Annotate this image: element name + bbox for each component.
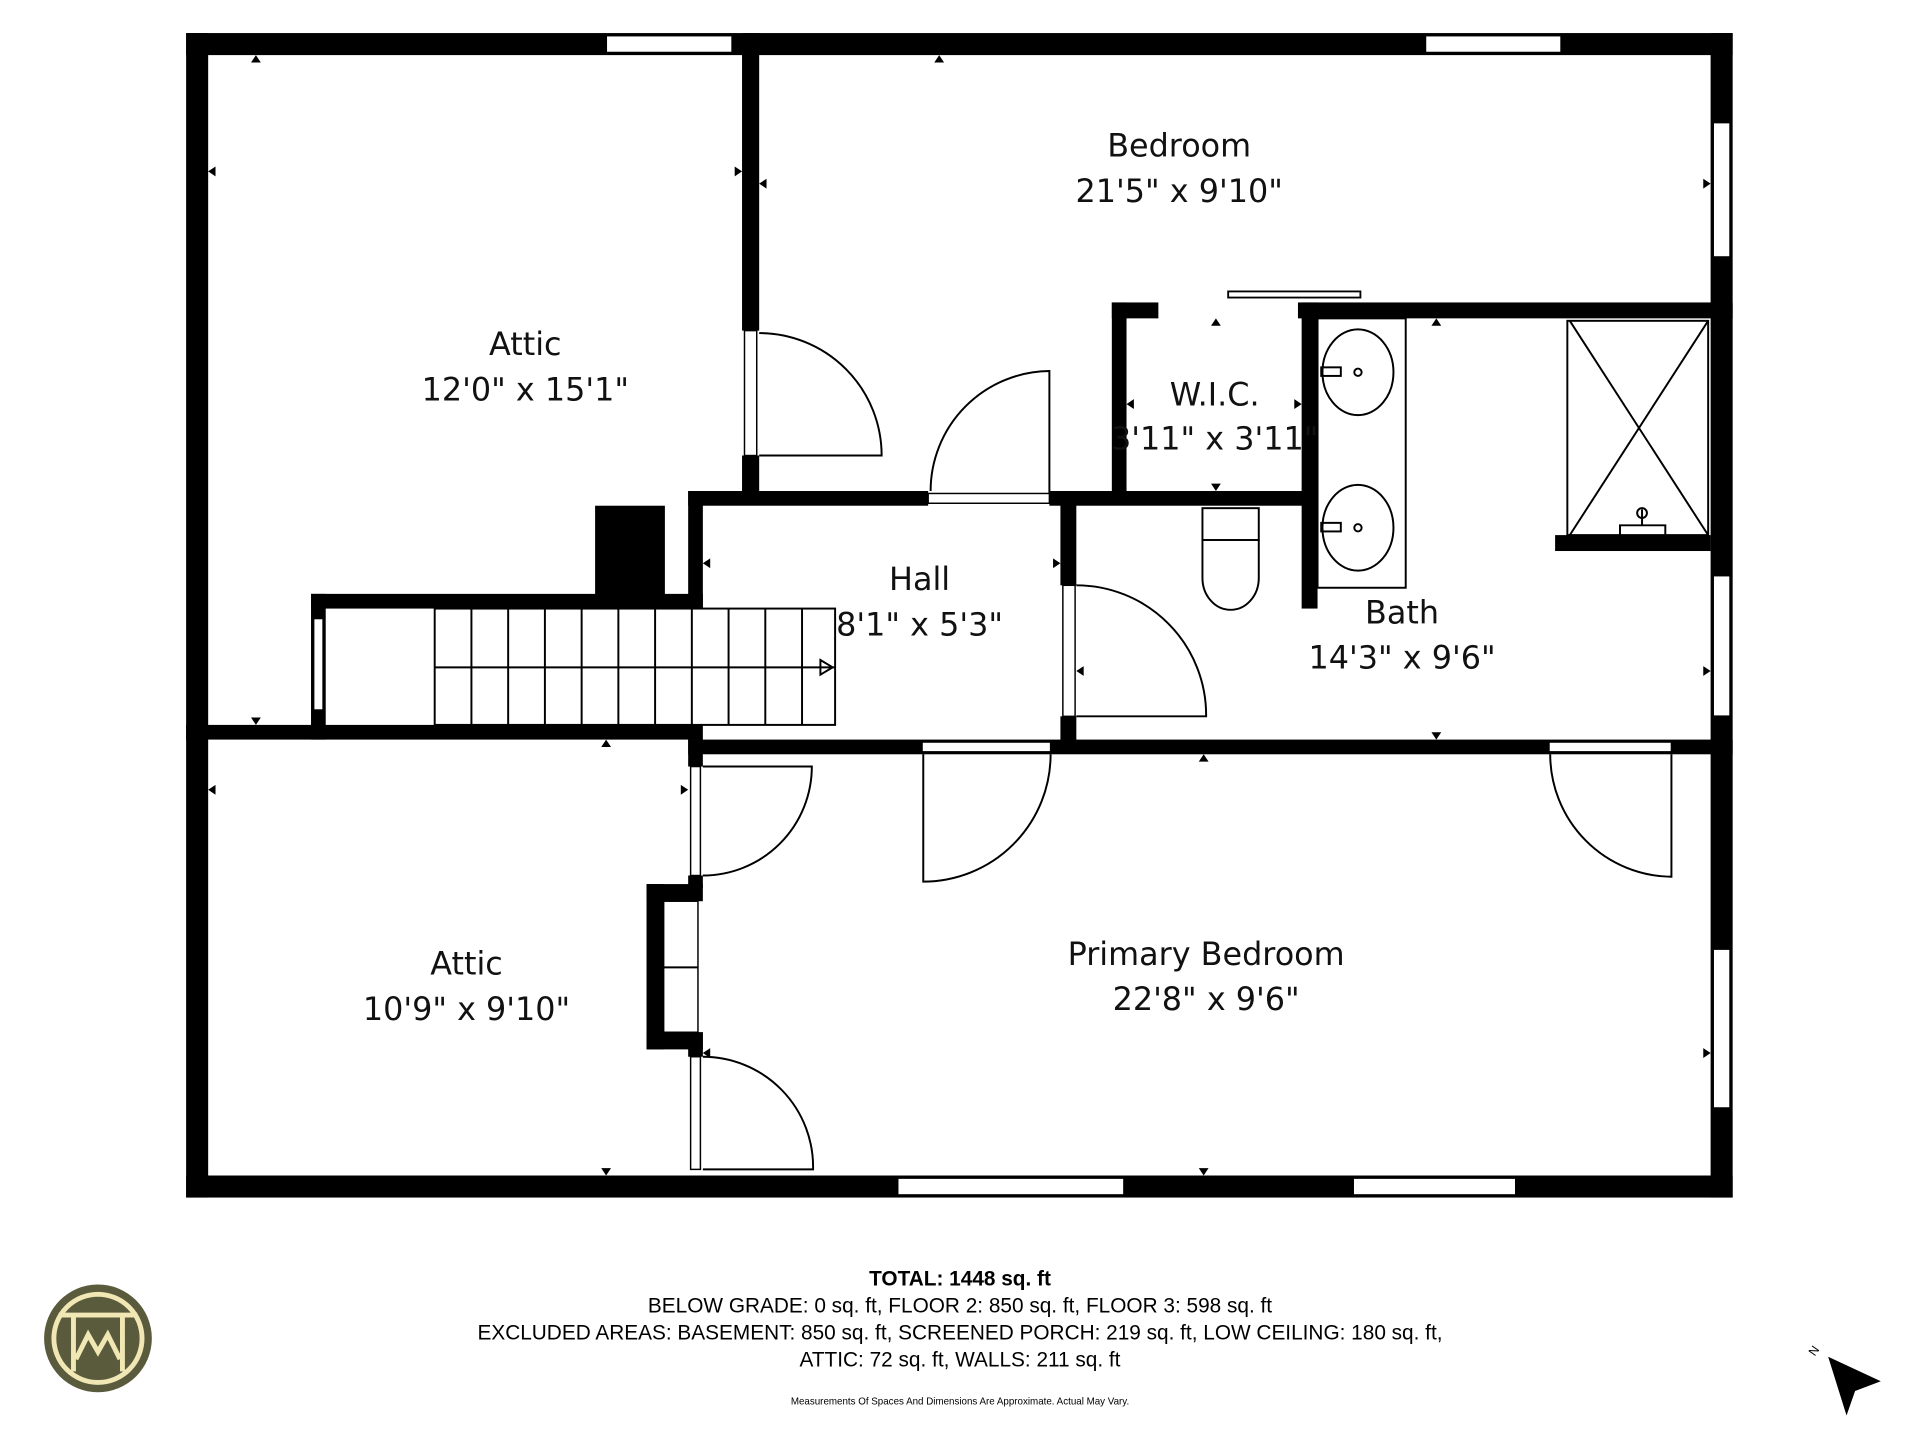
room-label-bedroom: Bedroom 21'5" x 9'10": [1076, 127, 1283, 210]
area-line-1: BELOW GRADE: 0 sq. ft, FLOOR 2: 850 sq. …: [648, 1295, 1272, 1318]
bath-fixtures: [1201, 317, 1710, 611]
room-dimensions: 3'11" x 3'11": [1111, 419, 1318, 457]
area-line-3: ATTIC: 72 sq. ft, WALLS: 211 sq. ft: [800, 1349, 1121, 1372]
area-summary: TOTAL: 1448 sq. ft BELOW GRADE: 0 sq. ft…: [477, 1268, 1442, 1408]
room-name: Primary Bedroom: [1068, 935, 1345, 973]
brand-logo-icon: [44, 1284, 152, 1393]
area-line-2: EXCLUDED AREAS: BASEMENT: 850 sq. ft, SC…: [477, 1322, 1442, 1345]
room-name: Bedroom: [1107, 127, 1251, 165]
room-label-wic: W.I.C. 3'11" x 3'11": [1111, 375, 1318, 457]
compass-label: N: [1806, 1343, 1823, 1358]
room-dimensions: 10'9" x 9'10": [363, 990, 570, 1028]
total-area: TOTAL: 1448 sq. ft: [869, 1268, 1051, 1291]
room-label-hall: Hall 8'1" x 5'3": [836, 560, 1003, 643]
doors: [662, 329, 1673, 1171]
room-dimensions: 14'3" x 9'6": [1308, 639, 1495, 677]
staircase[interactable]: [433, 607, 837, 726]
room-label-primary-bedroom: Primary Bedroom 22'8" x 9'6": [1068, 935, 1345, 1018]
room-dimensions: 8'1" x 5'3": [836, 606, 1003, 644]
room-label-bath: Bath 14'3" x 9'6": [1308, 593, 1495, 676]
north-arrow-icon: N: [1806, 1343, 1881, 1416]
room-dimensions: 12'0" x 15'1": [422, 370, 629, 408]
room-name: W.I.C.: [1170, 375, 1260, 413]
disclaimer: Measurements Of Spaces And Dimensions Ar…: [791, 1396, 1129, 1407]
windows: [312, 34, 1732, 1197]
room-dimensions: 21'5" x 9'10": [1076, 172, 1283, 210]
room-name: Bath: [1365, 593, 1439, 631]
room-dimensions: 22'8" x 9'6": [1113, 980, 1300, 1018]
room-name: Attic: [430, 945, 503, 983]
room-name: Hall: [889, 560, 950, 598]
room-name: Attic: [489, 325, 562, 363]
room-label-attic-small: Attic 10'9" x 9'10": [363, 945, 570, 1028]
room-label-attic-large: Attic 12'0" x 15'1": [422, 325, 629, 408]
